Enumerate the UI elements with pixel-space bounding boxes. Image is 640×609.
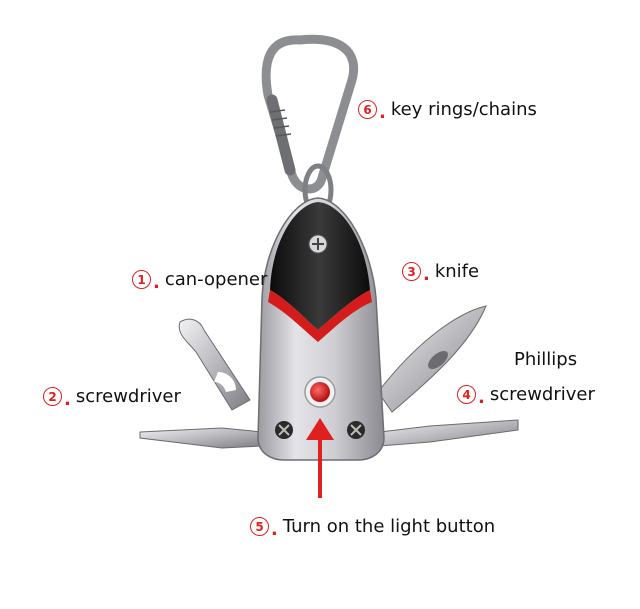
callout-phillips-top-label: Phillips xyxy=(514,349,578,370)
knife-blade-tool xyxy=(377,305,487,413)
callout-label: screwdriver xyxy=(75,386,181,407)
carabiner xyxy=(261,34,359,194)
callout-can-opener: 1 . can-opener xyxy=(132,269,268,293)
callout-knife: 3 . knife xyxy=(402,261,480,285)
callout-number: 2 xyxy=(43,387,62,406)
callout-light-button: 5 . Turn on the light button xyxy=(250,516,496,540)
can-opener-tool xyxy=(178,318,251,411)
callout-number: 3 xyxy=(402,262,421,281)
callout-number: 4 xyxy=(457,385,476,404)
callout-label: key rings/chains xyxy=(390,99,537,120)
callout-label: Turn on the light button xyxy=(282,516,496,537)
callout-dot: . xyxy=(271,519,278,540)
callout-label: can-opener xyxy=(164,269,268,290)
callout-number: 5 xyxy=(250,517,269,536)
callout-screwdriver: 2 . screwdriver xyxy=(43,386,181,410)
callout-dot: . xyxy=(478,387,485,408)
callout-key-rings: 6 . key rings/chains xyxy=(358,99,537,123)
phillips-screwdriver-tool xyxy=(379,419,519,447)
tool-body xyxy=(257,197,385,461)
callout-label: screwdriver xyxy=(489,384,595,405)
callout-phillips-screwdriver: 4 . screwdriver xyxy=(457,384,595,408)
callout-number: 6 xyxy=(358,100,377,119)
callout-dot: . xyxy=(379,102,386,123)
callout-dot: . xyxy=(423,264,430,285)
callout-number: 1 xyxy=(132,270,151,289)
callout-dot: . xyxy=(153,272,160,293)
light-button xyxy=(310,382,330,402)
callout-dot: . xyxy=(64,389,71,410)
red-arrow xyxy=(306,418,334,498)
flat-screwdriver-tool xyxy=(139,427,263,449)
callout-label: knife xyxy=(434,261,480,282)
